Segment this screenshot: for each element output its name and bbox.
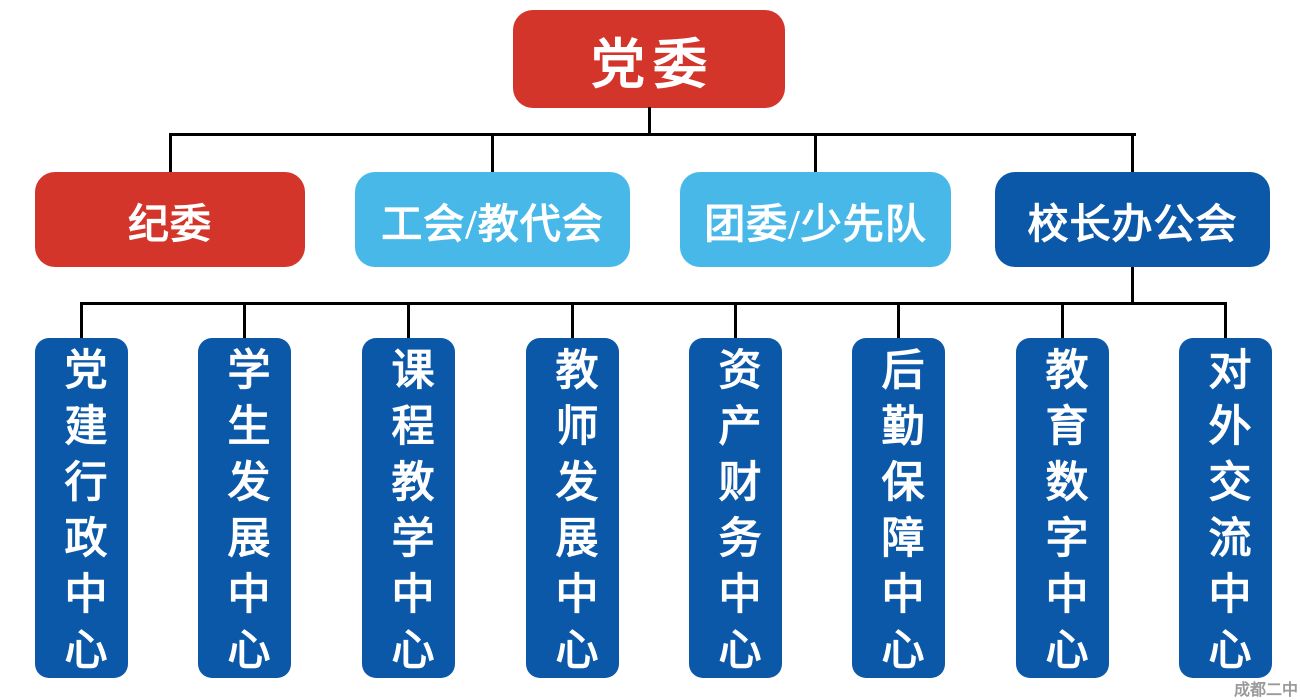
- level3-box-label: 对外交流中心: [1202, 346, 1249, 683]
- level3-box-label: 党建行政中心: [58, 346, 105, 683]
- level3-box-label: 后勤保障中心: [875, 346, 922, 683]
- connector-drop-youth-league: [814, 133, 817, 172]
- level2-box-principal-office: 校长办公会: [995, 172, 1270, 267]
- root-box-label: 党委: [591, 34, 715, 95]
- level2-box-labor-union: 工会/教代会: [355, 172, 630, 267]
- level2-box-youth-league: 团委/少先队: [680, 172, 951, 267]
- level3-box-party-admin-center: 党建行政中心: [35, 338, 128, 683]
- level3-box-curriculum-teaching-center: 课程教学中心: [362, 338, 455, 683]
- level2-box-label: 工会/教代会: [381, 200, 604, 247]
- connector-drop-center-8: [1224, 302, 1227, 339]
- level2-box-label: 团委/少先队: [704, 200, 927, 247]
- level3-box-label: 教师发展中心: [549, 346, 596, 683]
- connector-drop-discipline: [169, 133, 172, 172]
- connector-drop-center-3: [407, 302, 410, 339]
- connector-principal-office-stub: [1131, 267, 1134, 304]
- connector-level2-horizontal: [169, 133, 1136, 136]
- level3-box-logistics-support-center: 后勤保障中心: [852, 338, 945, 683]
- connector-drop-center-2: [243, 302, 246, 339]
- connector-drop-union: [491, 133, 494, 172]
- connector-drop-center-7: [1061, 302, 1064, 339]
- root-box-party-committee: 党委: [513, 10, 785, 108]
- level3-box-education-digital-center: 教育数字中心: [1016, 338, 1109, 683]
- connector-drop-center-4: [571, 302, 574, 339]
- level2-box-label: 校长办公会: [1027, 200, 1238, 247]
- level3-box-label: 教育数字中心: [1039, 346, 1086, 683]
- level3-box-student-development-center: 学生发展中心: [198, 338, 291, 683]
- level3-box-external-exchange-center: 对外交流中心: [1179, 338, 1272, 683]
- level3-box-teacher-development-center: 教师发展中心: [526, 338, 619, 683]
- connector-drop-principal-office: [1131, 133, 1134, 172]
- connector-root-stub: [648, 107, 651, 135]
- connector-drop-center-1: [80, 302, 83, 339]
- level2-box-discipline-committee: 纪委: [35, 172, 305, 267]
- connector-level3-horizontal: [80, 302, 1227, 305]
- level3-box-label: 资产财务中心: [712, 346, 759, 683]
- watermark-school-name: 成都二中: [1233, 682, 1298, 699]
- connector-drop-center-5: [734, 302, 737, 339]
- level3-box-label: 学生发展中心: [221, 346, 268, 683]
- level2-box-label: 纪委: [128, 200, 212, 247]
- connector-drop-center-6: [897, 302, 900, 339]
- level3-box-label: 课程教学中心: [385, 346, 432, 683]
- level3-box-asset-finance-center: 资产财务中心: [689, 338, 782, 683]
